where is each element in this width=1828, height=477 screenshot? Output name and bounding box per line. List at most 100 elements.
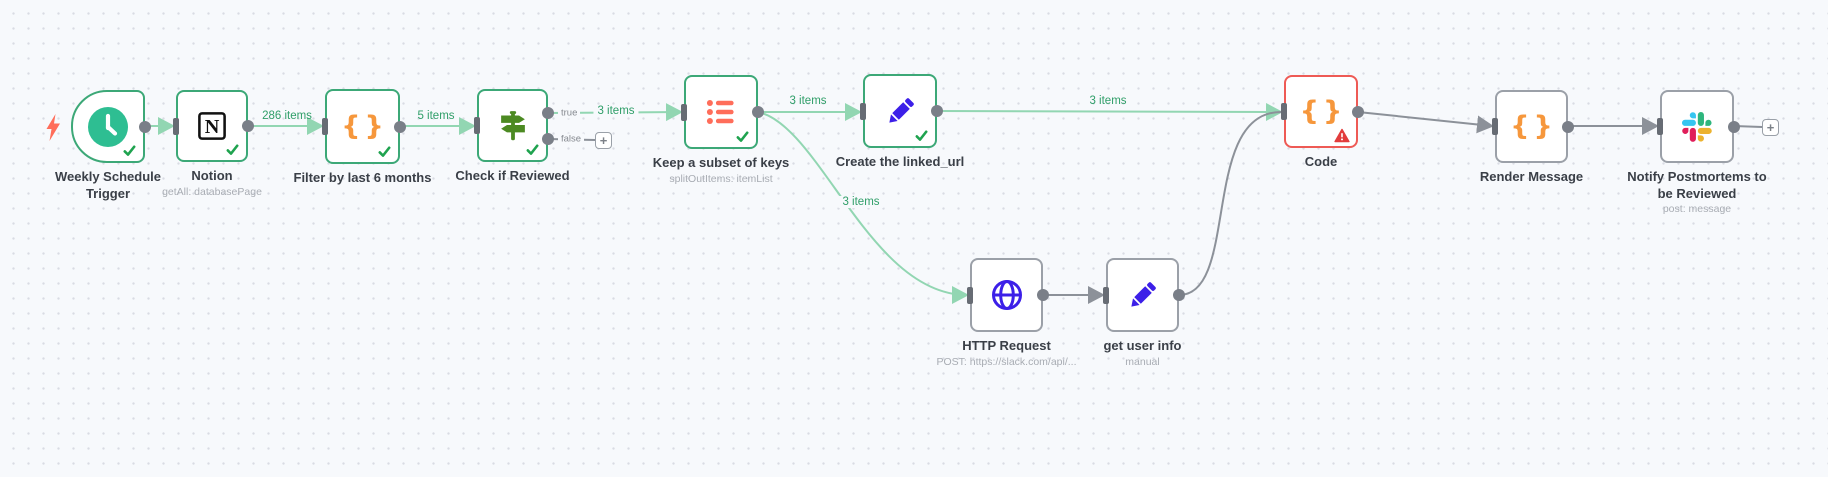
add-node-button[interactable]: + [595, 132, 612, 149]
node-title: Weekly Schedule Trigger [55, 169, 161, 201]
node-body[interactable] [477, 89, 548, 162]
output-port[interactable] [542, 133, 554, 145]
braces-icon: {} [1299, 96, 1347, 127]
node-subtitle: getAll: databasePage [162, 185, 262, 198]
node-code[interactable]: {} Code [1281, 75, 1364, 169]
braces-icon: {} [341, 111, 388, 142]
output-port[interactable] [1562, 121, 1574, 133]
node-create-the-linked-url[interactable]: Create the linked_url [836, 74, 964, 169]
node-label: get user info manual [1058, 338, 1228, 369]
node-render-message[interactable]: {} Render Message [1480, 90, 1583, 184]
node-body[interactable] [684, 75, 758, 149]
success-check-icon [225, 142, 240, 157]
pencil-icon [883, 94, 918, 129]
input-port[interactable] [1281, 103, 1287, 120]
node-title: Code [1304, 154, 1338, 169]
input-port[interactable] [1657, 118, 1663, 135]
input-port[interactable] [1103, 286, 1109, 304]
add-node-button[interactable]: + [1762, 119, 1779, 136]
success-check-icon [525, 142, 540, 157]
input-port[interactable] [474, 117, 480, 134]
node-body[interactable] [1660, 90, 1734, 163]
error-warning-icon [1334, 128, 1350, 143]
list-icon [703, 94, 739, 130]
output-port[interactable] [931, 105, 943, 117]
svg-text:N: N [205, 116, 220, 138]
input-port[interactable] [681, 103, 687, 121]
input-port[interactable] [322, 118, 328, 135]
node-label: Create the linked_url [810, 154, 990, 171]
output-port[interactable] [394, 121, 406, 133]
input-port[interactable] [860, 102, 866, 120]
connection-items-label: 5 items [417, 110, 455, 122]
connection-items-label: 3 items [1089, 95, 1127, 107]
node-body[interactable] [71, 90, 145, 163]
node-title: Filter by last 6 months [293, 170, 432, 185]
node-body[interactable] [863, 74, 937, 148]
notion-icon: N [194, 108, 230, 144]
node-body[interactable] [1106, 258, 1179, 332]
slack-icon [1682, 111, 1712, 142]
output-port[interactable] [139, 121, 151, 133]
node-filter-by-last-6-months[interactable]: {} Filter by last 6 months [294, 89, 431, 185]
node-body[interactable]: N [176, 90, 248, 162]
connection-items-label: 3 items [593, 105, 639, 117]
connection-items-label: 286 items [262, 110, 312, 122]
node-title: Notify Postmortems to be Reviewed [1627, 169, 1767, 201]
output-port[interactable] [542, 107, 554, 119]
node-label: Render Message [1442, 169, 1622, 186]
node-label: Filter by last 6 months [273, 170, 453, 187]
connection-wire[interactable] [1178, 111, 1282, 296]
node-subtitle: POST: https://slack.com/api/... [936, 355, 1077, 368]
node-title: HTTP Request [962, 338, 1051, 353]
node-subtitle: manual [1125, 355, 1160, 368]
node-weekly-schedule-trigger[interactable]: Weekly Schedule Trigger [55, 90, 161, 201]
node-body[interactable]: {} [1284, 75, 1358, 148]
success-check-icon [914, 128, 929, 143]
input-port[interactable] [173, 117, 179, 135]
output-port[interactable] [1352, 106, 1364, 118]
output-port[interactable] [752, 106, 764, 118]
connection-wire[interactable] [936, 102, 1283, 121]
output-port[interactable] [1173, 289, 1185, 301]
braces-icon: {} [1510, 111, 1557, 142]
input-port[interactable] [967, 286, 973, 304]
node-title: Render Message [1479, 169, 1584, 184]
output-port[interactable] [242, 120, 254, 132]
globe-icon [989, 277, 1025, 313]
node-label: Weekly Schedule Trigger [48, 169, 168, 202]
node-body[interactable]: {} [1495, 90, 1568, 163]
node-notify-postmortems-to-be-reviewed[interactable]: Notify Postmortems to be Reviewed post: m… [1627, 90, 1767, 215]
output-port-label: true [558, 107, 581, 119]
connection-wire[interactable] [1357, 111, 1494, 134]
node-label: Notion getAll: databasePage [127, 168, 297, 199]
success-check-icon [377, 144, 392, 159]
connection-wire[interactable] [757, 111, 969, 304]
node-title: get user info [1103, 338, 1182, 353]
success-check-icon [122, 143, 137, 158]
signpost-icon [494, 107, 532, 145]
node-body[interactable] [970, 258, 1043, 332]
node-label: Notify Postmortems to be Reviewed post: m… [1622, 169, 1772, 216]
output-port[interactable] [1728, 121, 1740, 133]
node-title: Check if Reviewed [455, 168, 570, 183]
node-body[interactable]: {} [325, 89, 400, 164]
node-subtitle: post: message [1662, 203, 1732, 216]
input-port[interactable] [1492, 118, 1498, 135]
lightning-bolt-icon [45, 114, 61, 141]
node-label: Check if Reviewed [428, 168, 598, 185]
pencil-icon [1125, 278, 1160, 313]
node-title: Notion [191, 168, 233, 183]
output-port[interactable] [1037, 289, 1049, 301]
node-get-user-info[interactable]: get user info manual [1103, 258, 1185, 368]
node-notion[interactable]: N Notion getAll: databasePage [162, 90, 262, 198]
output-port-label: false [558, 133, 585, 145]
connection-items-label: 3 items [838, 196, 884, 208]
